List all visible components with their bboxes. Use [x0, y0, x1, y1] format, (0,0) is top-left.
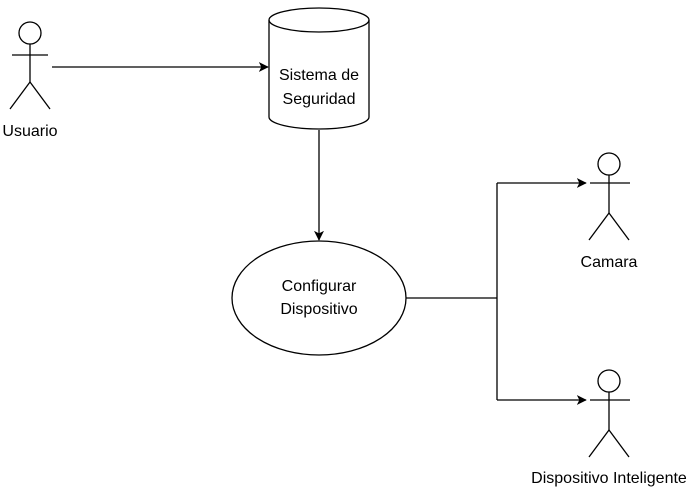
- actor-dispositivo-inteligente[interactable]: Dispositivo Inteligente: [531, 369, 687, 487]
- actor-usuario-label: Usuario: [2, 123, 57, 140]
- actor-dispositivo-inteligente-label: Dispositivo Inteligente: [531, 470, 687, 487]
- database-sistema-seguridad[interactable]: Sistema de Seguridad: [268, 7, 370, 130]
- usecase-configurar-dispositivo[interactable]: Configurar Dispositivo: [231, 240, 407, 356]
- usecase-label-line2: Dispositivo: [280, 301, 357, 318]
- database-cylinder-icon: [268, 7, 370, 130]
- usecase-label-line1: Configurar: [282, 278, 357, 295]
- actor-figure-icon: [9, 21, 51, 110]
- actor-usuario[interactable]: Usuario: [2, 21, 58, 140]
- database-label-line2: Seguridad: [283, 91, 356, 108]
- database-top-rim: [268, 19, 370, 33]
- usecase-ellipse: [231, 240, 407, 356]
- actor-figure-icon: [588, 152, 630, 241]
- actor-camara-label: Camara: [581, 254, 638, 271]
- connector-usecase-to-actors: [406, 178, 587, 405]
- actor-figure-icon: [588, 369, 630, 458]
- database-label-line1: Sistema de: [279, 67, 359, 84]
- actor-camara[interactable]: Camara: [581, 152, 638, 271]
